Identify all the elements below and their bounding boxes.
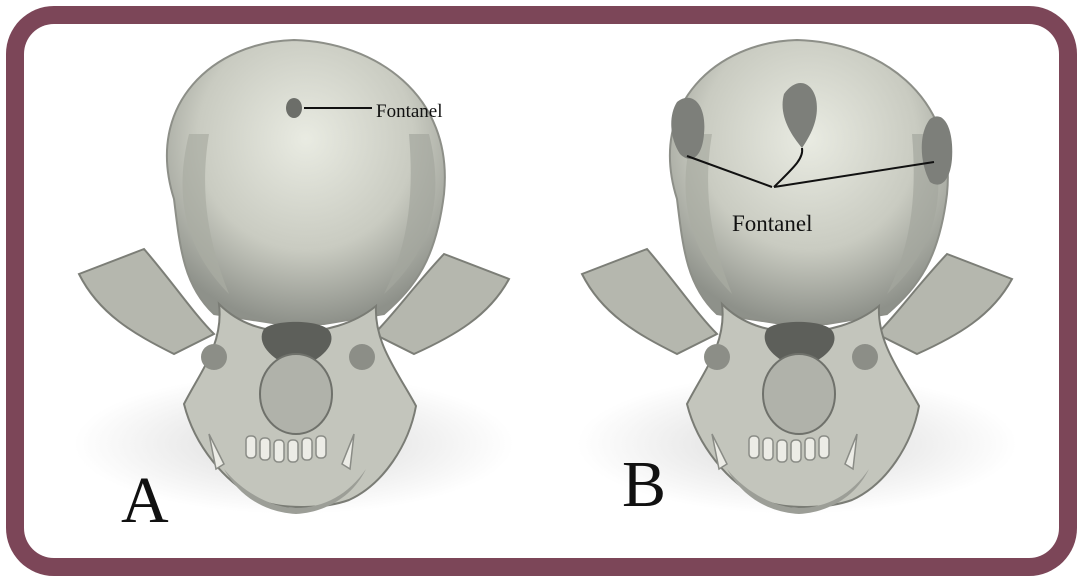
skull-a-illustration (24, 24, 541, 558)
figure-canvas: Fontanel A (24, 24, 1059, 558)
fontanel-callout: Fontanel (376, 102, 443, 121)
panel-label: A (121, 468, 170, 534)
figure-frame: Fontanel A (6, 6, 1077, 576)
panel-a: Fontanel A (24, 24, 541, 558)
panel-label: B (622, 452, 667, 518)
skull-b-illustration (542, 24, 1059, 558)
fontanel-callout: Fontanel (732, 212, 813, 235)
panel-b: Fontanel B (542, 24, 1059, 558)
